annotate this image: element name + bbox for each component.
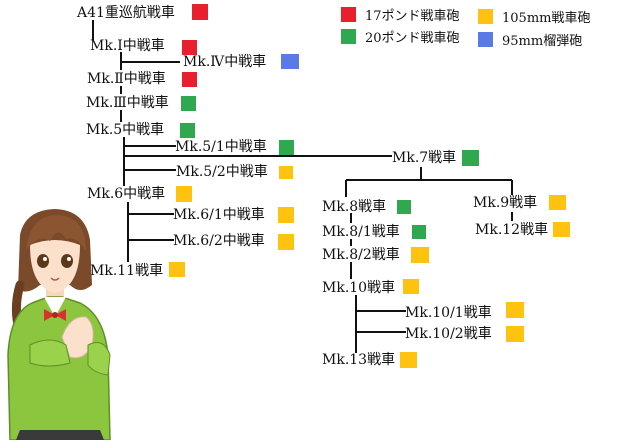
node-mk4-gun-square: [281, 54, 299, 69]
node-mk3-gun-square: [181, 96, 196, 111]
node-mk3-label: Mk.Ⅲ中戦車: [86, 95, 169, 111]
legend-95mm-label: 95mm榴弾砲: [502, 34, 583, 49]
node-mk6-1-gun-square: [278, 207, 294, 223]
node-mk10-label: Mk.10戦車: [322, 280, 396, 296]
legend-105mm-label: 105mm戦車砲: [502, 11, 591, 26]
node-mk7-label: Mk.7戦車: [392, 150, 457, 166]
legend-20pdr-swatch: [341, 29, 356, 44]
node-mk10-1-label: Mk.10/1戦車: [405, 305, 492, 321]
node-mk7-gun-square: [462, 150, 479, 166]
legend-95mm-swatch: [478, 32, 493, 47]
node-mk6-gun-square: [176, 186, 192, 202]
legend-17pdr-label: 17ポンド戦車砲: [365, 9, 460, 24]
node-mk8-2-label: Mk.8/2戦車: [322, 247, 400, 263]
node-mk12-gun-square: [553, 222, 570, 237]
node-mk5-1-label: Mk.5/1中戦車: [175, 139, 267, 155]
node-mk5-gun-square: [180, 123, 195, 138]
legend-17pdr-swatch: [341, 7, 356, 22]
node-mk5-1-gun-square: [279, 140, 294, 155]
legend-105mm: 105mm戦車砲: [478, 7, 590, 26]
node-mk5-2-gun-square: [279, 166, 293, 179]
node-mk1-label: Mk.Ⅰ中戦車: [90, 38, 165, 54]
character-illustration: [7, 209, 111, 440]
node-mk5-label: Mk.5中戦車: [86, 122, 165, 138]
node-mk6-1-label: Mk.6/1中戦車: [173, 207, 265, 223]
node-mk13-label: Mk.13戦車: [322, 352, 396, 368]
node-a41-label: A41重巡航戦車: [77, 5, 175, 21]
node-mk8-gun-square: [397, 200, 411, 214]
node-mk9-gun-square: [549, 195, 566, 210]
legend-20pdr-label: 20ポンド戦車砲: [365, 31, 460, 46]
node-mk6-2-label: Mk.6/2中戦車: [173, 233, 265, 249]
node-mk6-2-gun-square: [278, 234, 294, 250]
node-mk11-gun-square: [169, 262, 185, 277]
node-mk1-gun-square: [182, 40, 197, 55]
node-mk8-1-gun-square: [412, 225, 426, 239]
node-a41-gun-square: [192, 4, 208, 20]
node-mk2-label: Mk.Ⅱ中戦車: [87, 71, 166, 87]
node-mk10-1-gun-square: [506, 302, 524, 318]
node-mk9-label: Mk.9戦車: [473, 195, 538, 211]
node-mk13-gun-square: [400, 352, 417, 368]
node-mk10-2-gun-square: [506, 326, 524, 342]
node-mk4-label: Mk.Ⅳ中戦車: [183, 54, 267, 70]
node-mk6-label: Mk.6中戦車: [87, 186, 166, 202]
node-mk10-gun-square: [403, 279, 419, 294]
node-mk2-gun-square: [182, 72, 197, 87]
legend-20pdr: 20ポンド戦車砲: [341, 27, 460, 46]
node-mk8-2-gun-square: [411, 247, 429, 263]
node-mk8-label: Mk.8戦車: [322, 199, 387, 215]
node-mk10-2-label: Mk.10/2戦車: [405, 326, 492, 342]
node-mk11-label: Mk.11戦車: [90, 263, 164, 279]
node-mk12-label: Mk.12戦車: [475, 222, 549, 238]
node-mk8-1-label: Mk.8/1戦車: [322, 224, 400, 240]
legend-105mm-swatch: [478, 9, 493, 24]
node-mk5-2-label: Mk.5/2中戦車: [176, 164, 268, 180]
legend-17pdr: 17ポンド戦車砲: [341, 5, 460, 24]
legend-95mm: 95mm榴弾砲: [478, 30, 582, 49]
